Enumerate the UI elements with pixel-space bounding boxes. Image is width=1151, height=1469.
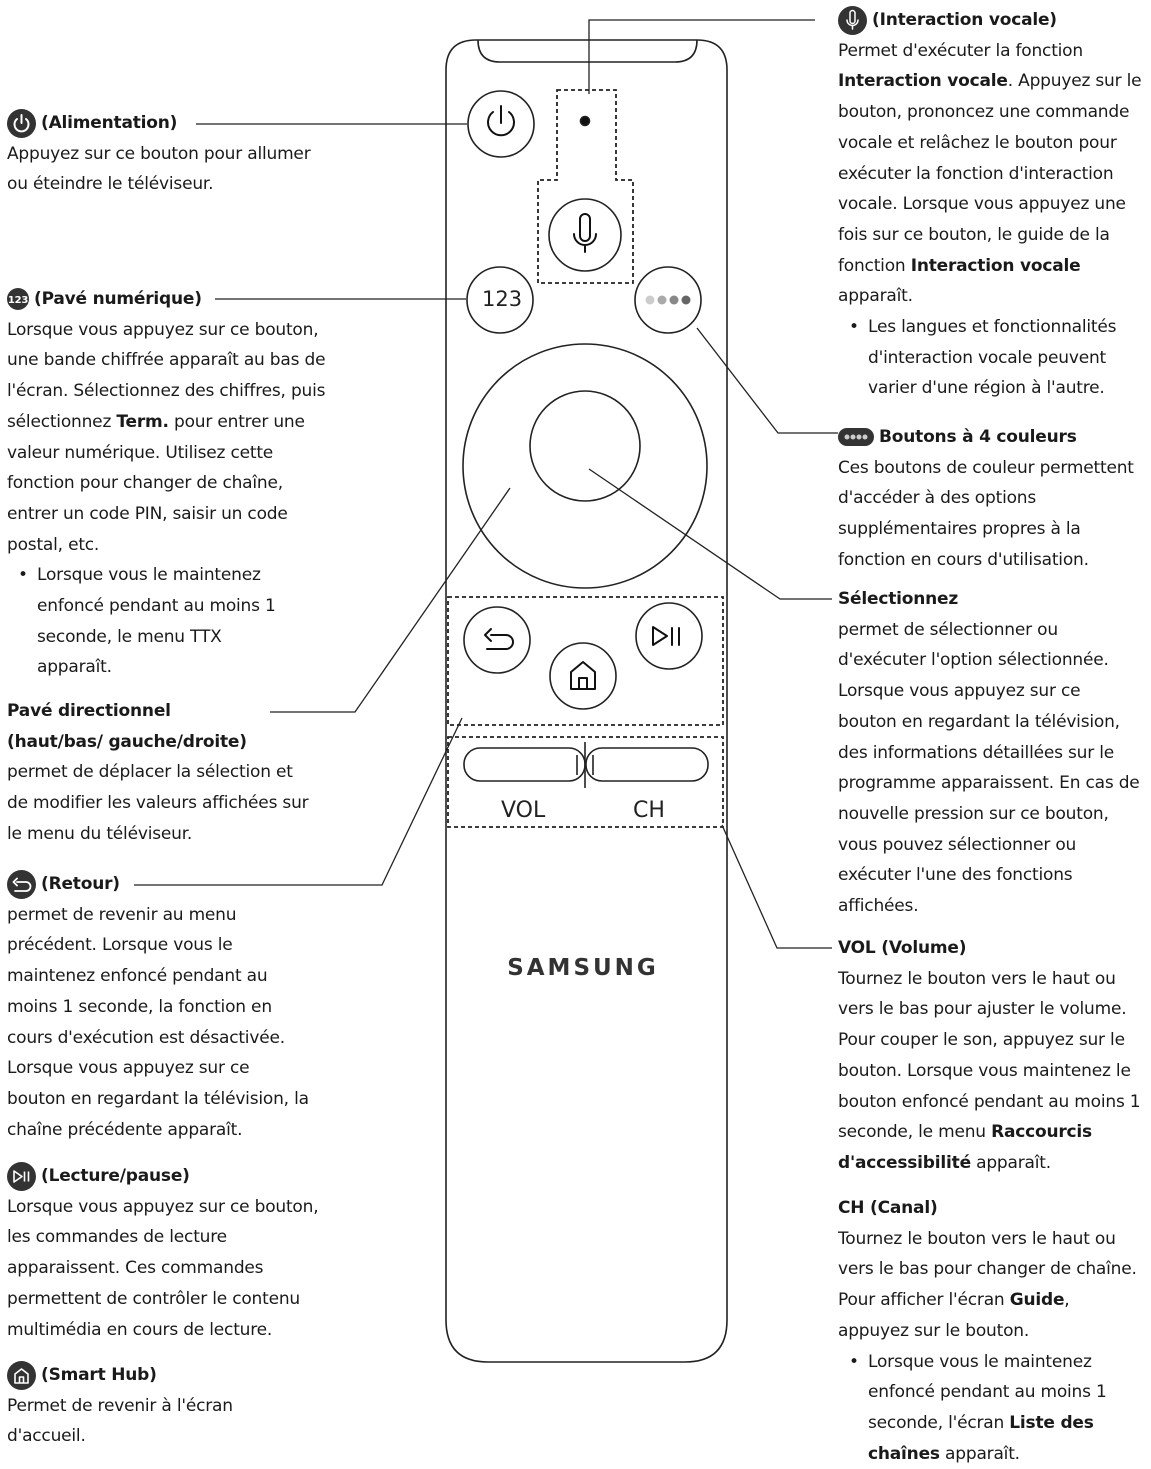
voice-bullet: Les langues et fonctionnalités d'interac… [838, 312, 1148, 404]
leader-dpad [270, 487, 511, 713]
volume-body: Tournez le bouton vers le haut ou vers l… [838, 968, 1141, 1173]
volume-title: VOL (Volume) [838, 938, 967, 958]
home-icon [570, 661, 596, 690]
voice-button [548, 198, 622, 272]
smarthub-title: (Smart Hub) [7, 1360, 267, 1391]
vol-label: VOL [501, 798, 546, 823]
mic-dot [579, 115, 591, 127]
dpad-ring [462, 343, 708, 589]
remote-top-notch [477, 39, 698, 63]
play-pause-icon [652, 626, 680, 646]
power-description: (Alimentation) Appuyez sur ce bouton pou… [7, 108, 317, 200]
mic-icon [573, 213, 597, 253]
dpad-body: permet de déplacer la sélection et de mo… [7, 762, 309, 844]
color-dot [681, 295, 691, 305]
numpad-icon: 123 [7, 288, 29, 311]
smarthub-description: (Smart Hub) Permet de revenir à l'écran … [7, 1360, 267, 1452]
numpad-description: 123 (Pavé numérique) Lorsque vous appuye… [7, 284, 327, 683]
color-dot [645, 295, 655, 305]
colors-description: Boutons à 4 couleurs Ces boutons de coul… [838, 422, 1138, 576]
leader-voice [588, 19, 815, 94]
return-button [463, 606, 531, 674]
channel-title: CH (Canal) [838, 1198, 938, 1218]
power-icon [7, 108, 36, 138]
color-buttons-icon [838, 428, 874, 447]
voice-body: Permet d'exécuter la fonction Interactio… [838, 40, 1142, 307]
smarthub-body: Permet de revenir à l'écran d'accueil. [7, 1395, 233, 1447]
numpad-body: Lorsque vous appuyez sur ce bouton, une … [7, 319, 326, 555]
leader-return [134, 717, 463, 886]
home-button [549, 642, 617, 710]
dpad-description: Pavé directionnel (haut/bas/ gauche/droi… [7, 696, 317, 850]
play-pause-icon [7, 1161, 36, 1191]
return-icon [7, 869, 36, 899]
remote-body [445, 39, 728, 1363]
dpad-title: Pavé directionnel (haut/bas/ gauche/droi… [7, 701, 247, 752]
power-title: (Alimentation) [7, 108, 317, 139]
channel-description: CH (Canal) Tournez le bouton vers le hau… [838, 1193, 1143, 1469]
select-button [529, 390, 641, 502]
colors-body: Ces boutons de couleur permettent d'accé… [838, 457, 1134, 570]
numpad-button-label: 123 [482, 287, 523, 311]
playpause-description: (Lecture/pause) Lorsque vous appuyez sur… [7, 1161, 327, 1345]
channel-body: Tournez le bouton vers le haut ou vers l… [838, 1228, 1137, 1341]
select-description: Sélectionnez permet de sélectionner ou d… [838, 584, 1143, 922]
numpad-button [466, 266, 534, 334]
ch-rocker [585, 747, 709, 782]
colors-title: Boutons à 4 couleurs [838, 422, 1138, 453]
color-button [634, 266, 702, 334]
playpause-button [635, 602, 703, 670]
voice-description: (Interaction vocale) Permet d'exécuter l… [838, 5, 1148, 404]
power-body: Appuyez sur ce bouton pour allumer ou ét… [7, 143, 311, 195]
numpad-title: 123 (Pavé numérique) [7, 288, 202, 311]
leader-colors [696, 327, 838, 434]
ch-label: CH [633, 798, 665, 823]
numpad-bullet: Lorsque vous le maintenez enfoncé pendan… [7, 560, 327, 683]
home-icon [7, 1360, 36, 1390]
color-dot [669, 295, 679, 305]
playpause-title: (Lecture/pause) [7, 1161, 327, 1192]
vol-rocker [463, 747, 586, 782]
playpause-body: Lorsque vous appuyez sur ce bouton, les … [7, 1196, 319, 1340]
select-body: permet de sélectionner ou d'exécuter l'o… [838, 619, 1140, 917]
voice-title: (Interaction vocale) [838, 5, 1148, 36]
mic-icon [838, 5, 867, 35]
color-dot [657, 295, 667, 305]
power-icon [487, 105, 515, 137]
leader-select [588, 468, 832, 600]
return-description: (Retour) permet de revenir au menu précé… [7, 869, 312, 1145]
voice-group-outline [537, 89, 634, 284]
power-button [467, 90, 535, 158]
return-title: (Retour) [7, 869, 312, 900]
select-title: Sélectionnez [838, 589, 959, 609]
channel-bullet: Lorsque vous le maintenez enfoncé pendan… [838, 1347, 1143, 1469]
nav-group-outline [447, 596, 724, 726]
brand-logo: SAMSUNG [507, 955, 659, 981]
svg-text:123: 123 [8, 295, 29, 306]
return-body: permet de revenir au menu précédent. Lor… [7, 904, 309, 1140]
return-icon [484, 628, 514, 650]
leader-volume [721, 824, 832, 949]
volume-description: VOL (Volume) Tournez le bouton vers le h… [838, 933, 1150, 1179]
